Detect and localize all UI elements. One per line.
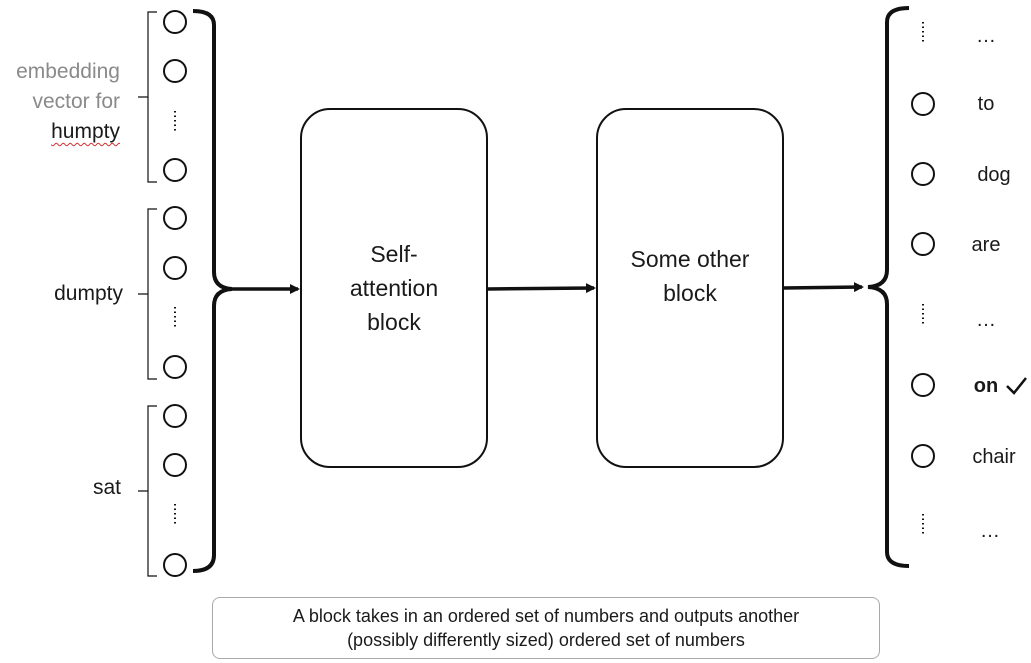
other-block: Some other block: [596, 108, 784, 468]
left-bracket-2: [138, 208, 157, 380]
input-vector-group-1: [138, 10, 187, 183]
input-node: [163, 206, 187, 230]
output-token-label: …: [976, 309, 996, 331]
input-curly-brace: [192, 9, 233, 573]
block-label-line: block: [367, 309, 421, 335]
caption-box: A block takes in an ordered set of numbe…: [212, 597, 880, 659]
input-label-dumpty: dumpty: [54, 282, 123, 305]
input-node: [163, 158, 187, 182]
output-vector: [911, 22, 935, 536]
output-token-label: dog: [977, 164, 1011, 186]
output-node: [911, 373, 935, 397]
arrow-self-attention-to-other: [486, 283, 596, 294]
input-vector-group-3: [138, 404, 187, 577]
input-label-humpty: embedding vector for humpty: [0, 57, 120, 147]
left-bracket-1: [138, 11, 157, 183]
output-node: [911, 232, 935, 256]
input-label-line: embedding: [16, 60, 120, 83]
input-node: [163, 453, 187, 477]
arrow-other-to-outputs: [782, 282, 864, 293]
output-token-label-selected: on: [973, 375, 999, 397]
input-label-sat: sat: [92, 476, 121, 499]
output-token-label: are: [971, 234, 1001, 256]
output-node: [911, 162, 935, 186]
input-node: [163, 355, 187, 379]
output-token-label: …: [976, 25, 996, 47]
input-vector-group-2: [138, 206, 187, 380]
input-node: [163, 404, 187, 428]
self-attention-block: Self- attention block: [300, 108, 488, 468]
output-token-label: to: [977, 93, 995, 115]
output-node: [911, 444, 935, 468]
output-curly-brace: [867, 6, 910, 568]
input-node: [163, 553, 187, 577]
output-token-label: chair: [972, 446, 1016, 468]
input-label-word: humpty: [51, 120, 120, 143]
input-node: [163, 10, 187, 34]
left-bracket-3: [138, 405, 157, 577]
checkmark-icon: [1006, 377, 1027, 395]
block-label-line: attention: [349, 275, 439, 301]
block-label-line: Some other: [630, 246, 750, 272]
caption-line: A block takes in an ordered set of numbe…: [292, 606, 800, 626]
block-label-line: block: [663, 280, 717, 306]
output-node: [911, 92, 935, 116]
caption-line: (possibly differently sized) ordered set…: [347, 630, 745, 650]
output-token-label: …: [980, 520, 1000, 542]
input-node: [163, 256, 187, 280]
input-node: [163, 59, 187, 83]
block-label-line: Self-: [370, 241, 418, 267]
input-label-line: vector for: [32, 90, 120, 113]
